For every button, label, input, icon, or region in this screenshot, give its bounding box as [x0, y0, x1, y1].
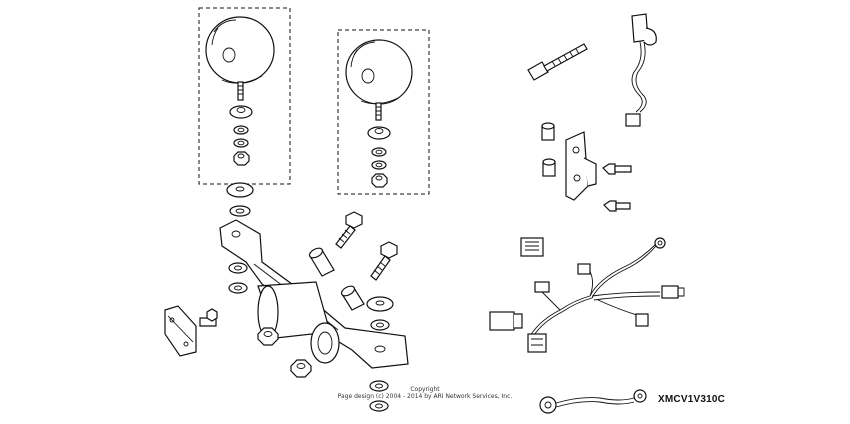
left-lamp-lock-washer[interactable]	[233, 138, 249, 148]
long-screw[interactable]	[527, 43, 588, 81]
left-lamp-flat-washer[interactable]	[233, 125, 249, 135]
right-lamp-lock-washer[interactable]	[371, 160, 387, 170]
left-lamp-dashed-box	[198, 7, 291, 185]
washer-bottom-1[interactable]	[369, 380, 389, 392]
harness-connector-5[interactable]	[527, 333, 547, 353]
copyright-notice: Copyright Page design (c) 2004 - 2014 by…	[300, 386, 550, 400]
mounting-plate[interactable]	[164, 305, 197, 357]
left-fog-lamp[interactable]	[205, 16, 275, 101]
spacer-collar-2[interactable]	[542, 158, 556, 177]
harness-connector-4[interactable]	[635, 313, 649, 327]
switch-pigtail[interactable]	[625, 13, 657, 127]
right-lamp-nut[interactable]	[371, 173, 388, 188]
switch-bracket[interactable]	[565, 131, 597, 201]
plate-bolt[interactable]	[199, 308, 218, 327]
copyright-line-1: Copyright	[410, 386, 440, 393]
wiring-harness[interactable]	[529, 237, 666, 339]
right-lamp-flat-washer[interactable]	[371, 147, 387, 157]
hex-bolt-1[interactable]	[335, 211, 363, 249]
harness-connector-3[interactable]	[661, 285, 685, 299]
spacer-1[interactable]	[308, 246, 335, 277]
bracket-bolt-2[interactable]	[603, 200, 631, 212]
washer-right[interactable]	[370, 319, 390, 331]
harness-plug[interactable]	[489, 311, 523, 331]
bracket-tube[interactable]	[257, 281, 340, 364]
right-fog-lamp[interactable]	[345, 39, 413, 121]
flange-nut-1[interactable]	[257, 327, 279, 346]
washer-bottom-2[interactable]	[369, 400, 389, 412]
flange-nut-2[interactable]	[290, 359, 312, 378]
washer-top[interactable]	[229, 205, 251, 217]
harness-connector-1[interactable]	[577, 263, 591, 275]
right-lamp-cup-washer[interactable]	[367, 126, 391, 140]
spacer-collar-1[interactable]	[541, 122, 555, 141]
harness-connector-2[interactable]	[534, 281, 550, 293]
washer-left-1[interactable]	[228, 262, 248, 274]
left-lamp-nut[interactable]	[233, 151, 250, 166]
bracket-bolt-1[interactable]	[602, 163, 632, 175]
washer-left-2[interactable]	[228, 282, 248, 294]
ground-wire[interactable]	[539, 389, 647, 414]
diagram-code: XMCV1V310C	[658, 394, 726, 405]
copyright-line-2: Page design (c) 2004 - 2014 by ARI Netwo…	[337, 393, 513, 400]
right-lamp-dashed-box	[337, 29, 430, 195]
right-fog-lamp-group	[337, 29, 430, 195]
left-lamp-cup-washer[interactable]	[229, 105, 253, 119]
hex-bolt-2[interactable]	[370, 241, 398, 281]
relay-connector[interactable]	[520, 237, 544, 257]
rubber-washer-right[interactable]	[366, 296, 394, 312]
left-fog-lamp-group	[198, 7, 291, 185]
rubber-washer-top[interactable]	[226, 182, 254, 198]
spacer-2[interactable]	[340, 284, 365, 311]
